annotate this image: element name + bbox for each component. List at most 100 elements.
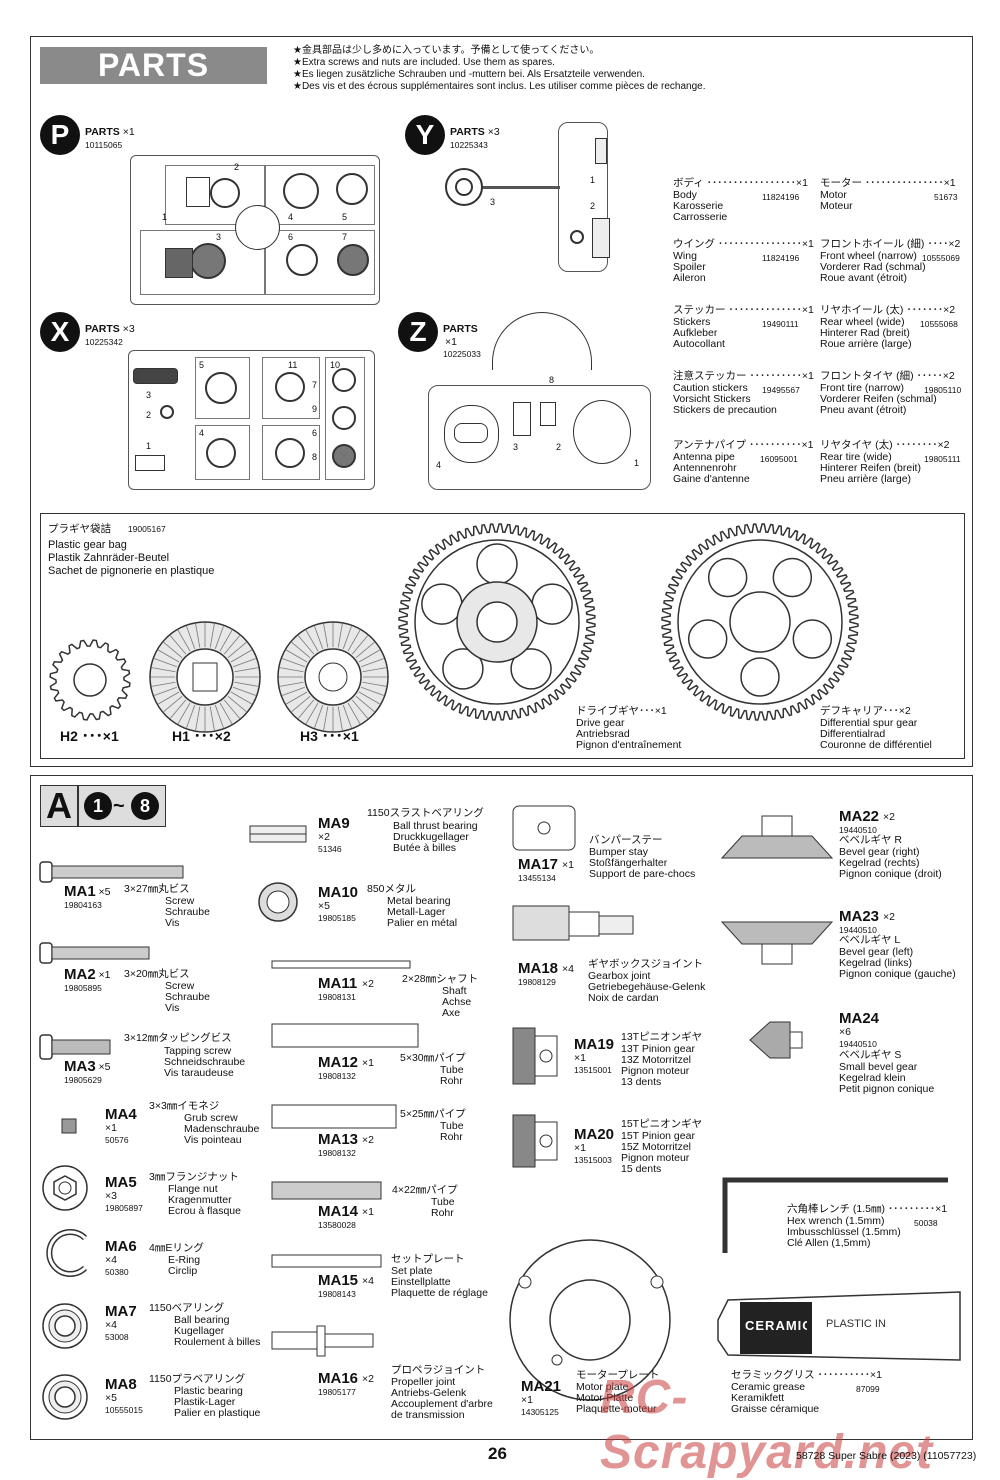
part-x5 xyxy=(205,372,237,404)
part-z1 xyxy=(573,400,631,464)
page-title: PARTS xyxy=(97,47,210,83)
hardware-name-line: Kragenmutter xyxy=(168,1194,232,1206)
drive-gear-de: Antriebsrad xyxy=(576,728,630,740)
hardware-name-line: Plaquette-moteur xyxy=(576,1403,657,1415)
hardware-jp-name: 3×3㎜イモネジ xyxy=(149,1100,220,1112)
hardware-name-line: Bevel gear (right) xyxy=(839,846,920,858)
hardware-name-line: Petit pignon conique xyxy=(839,1083,935,1095)
grease-fr: Graisse céramique xyxy=(731,1403,820,1415)
hardware-code: 19805629 xyxy=(64,1075,102,1085)
gear-diff-hole xyxy=(772,557,813,598)
hardware-id: MA14 xyxy=(318,1203,359,1220)
gear-h3-tooth xyxy=(297,699,315,719)
sprue-p-num: 4 xyxy=(288,212,294,222)
hardware-id: MA10 xyxy=(318,884,359,901)
gear-h1-tooth xyxy=(233,658,256,668)
part-x11 xyxy=(275,372,305,402)
hardware-name-line: Metal bearing xyxy=(387,895,451,907)
hardware-name-line: Ecrou à flasque xyxy=(168,1205,241,1217)
part-x3 xyxy=(133,368,178,384)
hardware-name-line: Ball bearing xyxy=(174,1314,230,1326)
hardware-name-line: Set plate xyxy=(391,1265,433,1277)
note-de: ★Es liegen zusätzliche Schrauben und -mu… xyxy=(293,69,645,80)
gear-h3-bore xyxy=(318,662,348,692)
hex-wrench-jp: 六角棒レンチ (1.5㎜) ･････････×1 xyxy=(787,1203,948,1215)
sprue-z-code: 10225033 xyxy=(443,349,481,359)
hardware-name-line: Support de pare-chocs xyxy=(589,868,696,880)
hardware-qty: ×5 xyxy=(98,1061,111,1073)
sprue-x-num: 11 xyxy=(288,360,298,370)
sprue-y-code: 10225343 xyxy=(450,140,488,150)
model-info: 58728 Super Sabre (2023) (11057723) xyxy=(796,1450,977,1462)
gear-h3-tooth xyxy=(355,695,375,713)
gear-h1-tooth xyxy=(234,667,259,673)
sprue-p-num: 2 xyxy=(234,162,240,172)
hardware-name-line: Vis xyxy=(165,1002,180,1014)
gear-h3-tooth xyxy=(279,681,304,687)
hardware-jp-name: 3×27㎜丸ビス xyxy=(124,883,190,895)
part-x2 xyxy=(160,405,174,419)
sprue-x-num: 8 xyxy=(312,452,318,462)
sprue-x-cell xyxy=(262,357,320,419)
hardware-id: MA22 xyxy=(839,808,880,825)
gear-h2-hub xyxy=(73,663,107,697)
hardware-jp-name: 4×22㎜パイプ xyxy=(392,1184,458,1196)
page-number: 26 xyxy=(488,1444,507,1463)
hardware-name-line: 15T Pinion gear xyxy=(621,1130,695,1142)
gear-h3-tooth xyxy=(282,658,305,668)
hardware-name-line: Bumper stay xyxy=(589,846,648,858)
hardware-name-line: Shaft xyxy=(442,985,467,997)
hardware-jp-name: 5×25㎜パイプ xyxy=(400,1108,466,1120)
gear-h3-tooth xyxy=(305,630,319,652)
part-z3 xyxy=(513,402,531,436)
note-jp: ★金具部品は少し多めに入っています。予備として使ってください。 xyxy=(293,45,600,56)
hardware-name-line: Gearbox joint xyxy=(588,970,651,982)
hardware-name-line: Ball thrust bearing xyxy=(393,820,478,832)
hardware-id: MA2 xyxy=(64,966,96,983)
hardware-jp-name: バンパーステー xyxy=(589,834,663,846)
hardware-id: MA4 xyxy=(105,1106,137,1123)
gear-h3-tooth xyxy=(355,641,375,659)
hardware-code: 19440510 xyxy=(839,925,877,935)
hardware-name-line: Schraube xyxy=(165,906,210,918)
hardware-name-line: Tube xyxy=(440,1120,464,1132)
hardware-id: MA17 xyxy=(518,856,559,873)
sprue-z-num: 2 xyxy=(556,442,562,452)
gear-drive-bore xyxy=(476,601,518,643)
hardware-name-line: Achse xyxy=(442,996,472,1008)
part-p2 xyxy=(210,178,240,208)
hardware-name-line: Motor plate xyxy=(576,1381,629,1393)
sprue-x-num: 2 xyxy=(146,410,152,420)
hardware-qty: ×1 xyxy=(362,1206,374,1218)
sprue-p-cell xyxy=(140,230,265,295)
part-x9 xyxy=(332,406,356,430)
hardware-name-line: Vis pointeau xyxy=(184,1134,242,1146)
hardware-jp-name: 1150スラストベアリング xyxy=(367,807,484,819)
hardware-jp-name: ベベルギヤ R xyxy=(839,834,902,846)
gear-diff-hole xyxy=(792,619,833,659)
gear-diff-hole xyxy=(740,657,780,697)
gear-h1-tooth xyxy=(151,667,176,673)
gear-bag-de: Plastik Zahnräder-Beutel xyxy=(48,552,170,564)
hardware-name-line: de transmission xyxy=(391,1409,465,1421)
hardware-name-line: Motor-Platte xyxy=(576,1392,634,1404)
gear-h3-tooth xyxy=(286,649,308,663)
gear-h1-tooth xyxy=(158,649,180,663)
hardware-name-line: Vis xyxy=(165,917,180,929)
hardware-id: MA11 xyxy=(318,975,358,992)
sprue-p-cell xyxy=(265,165,375,225)
gear-diff-hole xyxy=(707,557,748,598)
sprue-p-num: 1 xyxy=(162,212,168,222)
hardware-code: 13515001 xyxy=(574,1065,612,1075)
hardware-name-line: Small bevel gear xyxy=(839,1061,918,1073)
sprue-x-badge: X xyxy=(40,312,80,352)
sprue-p-badge: P xyxy=(40,115,80,155)
hardware-name-line: Antriebs-Gelenk xyxy=(391,1387,467,1399)
gear-h1-tooth xyxy=(214,626,224,649)
hardware-code: 19808132 xyxy=(318,1071,356,1081)
hardware-qty: ×4 xyxy=(562,963,574,975)
sprue-x-num: 6 xyxy=(312,428,318,438)
hardware-name-line: Kegelrad (rechts) xyxy=(839,857,920,869)
